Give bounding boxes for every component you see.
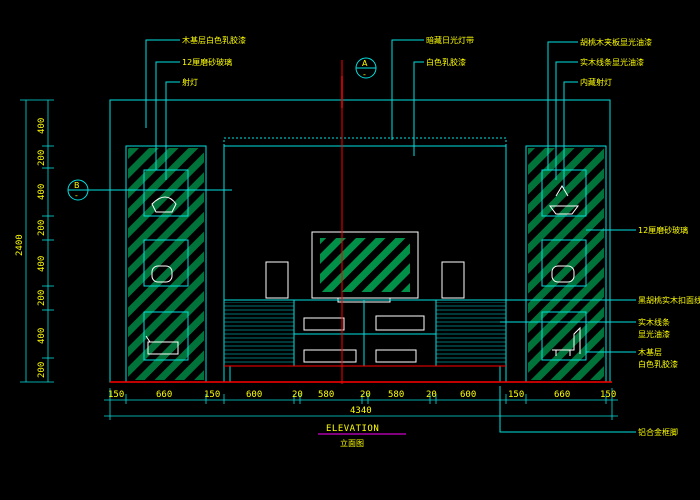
label-right-side-6: 白色乳胶漆 [638,359,678,369]
dim-left-total: 2400 [15,234,25,256]
tv-cabinet [223,299,507,382]
dim-b-6: 580 [318,390,334,400]
television [311,231,419,303]
dim-l-2: 200 [37,150,47,166]
cove-light-line [223,137,507,147]
dim-l-3: 400 [37,184,47,200]
dim-total: 4340 [350,406,372,416]
dim-l-4: 200 [37,220,47,236]
teapot-icon [151,196,177,213]
label-right-side-5: 木基层 [638,347,662,357]
dim-b-10: 600 [460,390,476,400]
buffalo-icon [145,335,179,355]
dim-l-1: 400 [37,118,47,134]
label-left-3: 射灯 [182,77,198,87]
label-right-side-4: 显光油漆 [638,329,670,339]
horse-icon [552,326,581,356]
dim-b-1: 150 [108,390,124,400]
drawing-title: ELEVATION [326,424,379,434]
label-right-side-7: 铝合金框脚 [638,427,678,437]
section-a-sub: - [363,70,366,79]
vase-icon [151,265,173,283]
label-right-top-2: 实木线条显光油漆 [580,57,644,67]
dim-b-9: 20 [426,390,437,400]
dim-b-11: 150 [508,390,524,400]
drawing-subtitle: 立面图 [340,438,364,448]
right-side-leaders [499,229,636,433]
left-dimensions [20,99,54,383]
top-leaders [391,39,424,156]
label-right-side-3: 实木线条 [638,317,670,327]
dim-b-12: 660 [554,390,570,400]
label-right-top-1: 胡桃木夹板显光油漆 [580,37,652,47]
dim-b-13: 150 [600,390,616,400]
label-right-side-1: 12厘磨砂玻璃 [638,225,688,235]
right-display-cabinet [525,145,607,383]
dim-b-8: 580 [388,390,404,400]
right-speaker [441,261,465,299]
dim-l-7: 400 [37,328,47,344]
vase-icon [551,265,575,283]
section-a-letter: A [362,59,368,68]
label-right-side-2: 黑胡桃实木扣面线 [638,295,700,305]
label-right-top-3: 内藏射灯 [580,77,612,87]
label-top-2: 白色乳胶漆 [426,57,466,67]
dim-b-4: 600 [246,390,262,400]
label-left-1: 木基层白色乳胶漆 [182,35,246,45]
dim-l-6: 200 [37,290,47,306]
dim-b-3: 150 [204,390,220,400]
label-top-1: 暗藏日光灯带 [426,35,474,45]
label-left-2: 12厘磨砂玻璃 [182,57,232,67]
left-speaker [265,261,289,299]
dim-b-2: 660 [156,390,172,400]
right-top-leaders [547,41,578,188]
left-leaders [145,39,180,180]
section-b-sub: - [75,191,78,200]
bottom-dimensions [104,388,618,420]
left-display-cabinet [125,145,207,383]
section-b-letter: B [74,181,80,190]
dim-l-5: 400 [37,256,47,272]
dim-b-7: 20 [360,390,371,400]
boat-icon [549,185,579,215]
dim-l-8: 200 [37,362,47,378]
dim-b-5: 20 [292,390,303,400]
